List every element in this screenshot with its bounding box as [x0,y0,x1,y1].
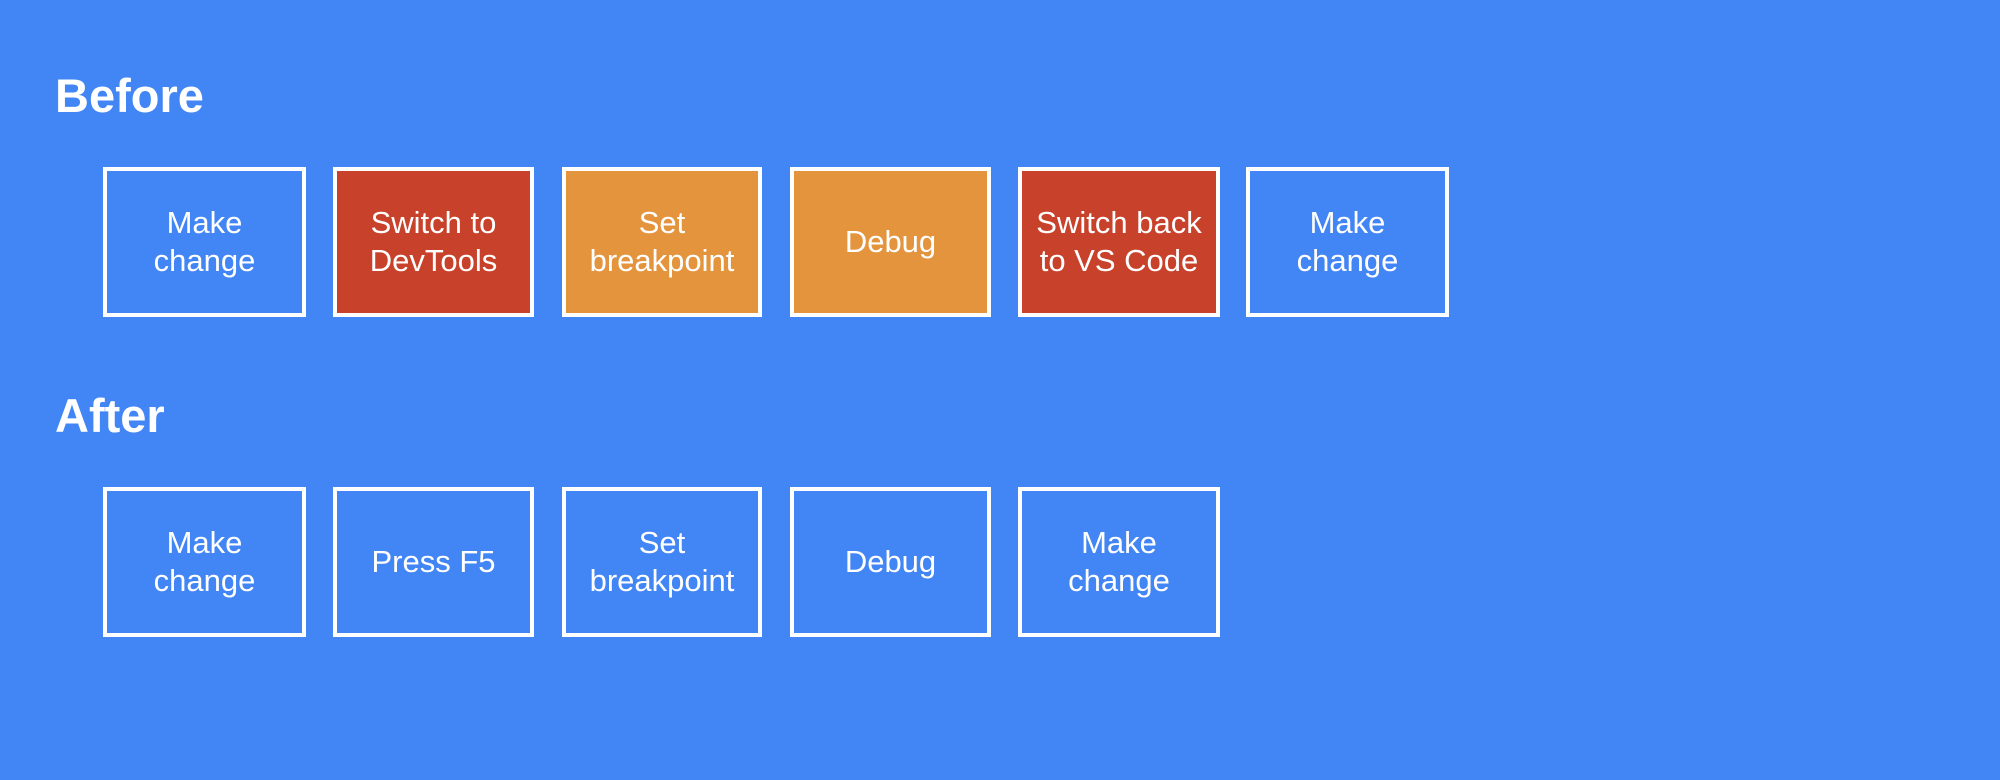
flow-step-box[interactable]: Set breakpoint [562,167,762,317]
flow-step-label: Press F5 [371,544,496,580]
flow-step-label: Set breakpoint [589,205,735,278]
flow-step-box[interactable]: Debug [790,487,991,637]
flow-step-label: Make change [1068,525,1170,598]
flow-step-label: Set breakpoint [589,525,735,598]
flow-step-box[interactable]: Make change [1018,487,1220,637]
flow-step-label: Debug [844,544,937,580]
flow-step-label: Switch to DevTools [369,205,498,278]
flow-step-box[interactable]: Make change [1246,167,1449,317]
flow-step-box[interactable]: Debug [790,167,991,317]
flow-step-label: Make change [1296,205,1399,278]
section-heading-before: Before [55,69,204,122]
flow-step-label: Switch back to VS Code [1036,205,1202,278]
flow-step-box[interactable]: Make change [103,487,306,637]
flow-step-box[interactable]: Make change [103,167,306,317]
flow-step-label: Debug [844,224,937,260]
flow-step-label: Make change [153,525,256,598]
flow-step-box[interactable]: Press F5 [333,487,534,637]
flow-step-label: Make change [153,205,256,278]
flow-step-box[interactable]: Switch back to VS Code [1018,167,1220,317]
flow-step-box[interactable]: Switch to DevTools [333,167,534,317]
flow-step-box[interactable]: Set breakpoint [562,487,762,637]
section-heading-after: After [55,389,165,442]
